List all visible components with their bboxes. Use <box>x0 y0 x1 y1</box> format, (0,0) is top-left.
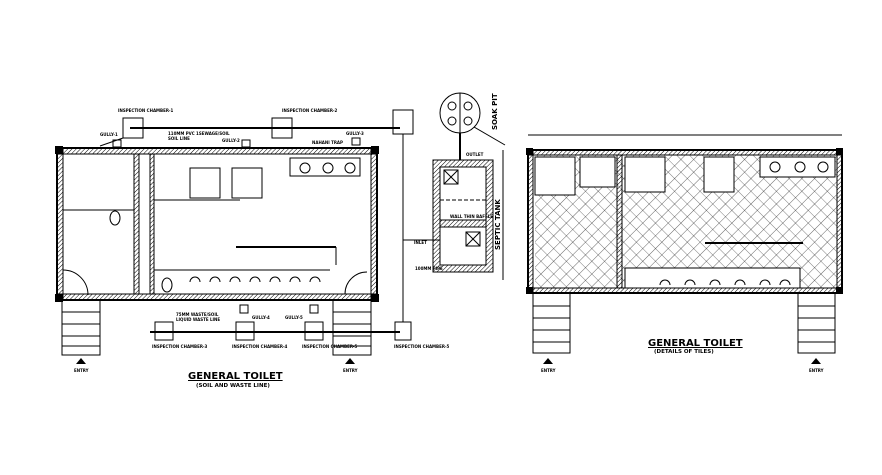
entry-label: ENTRY <box>809 368 824 373</box>
pipe-label: 100MM PIPE <box>415 266 443 271</box>
left-entry-stairs <box>61 299 101 356</box>
outlet-label: OUTLET <box>466 152 484 157</box>
inlet-label: INLET <box>414 240 427 245</box>
right-plan-subtitle: (DETAILS OF TILES) <box>654 349 714 355</box>
chamber-label: INSPECTION CHAMBER-4 <box>232 344 288 349</box>
waste-line-label: 75MM WASTE/SOIL <box>176 312 219 317</box>
right-entry-stairs <box>332 299 372 356</box>
left-plan-title: GENERAL TOILET <box>188 371 283 382</box>
soil-line-label: 110MM PVC 1SEWAGE/SOIL <box>168 131 230 136</box>
right-entry-stairs <box>797 292 836 354</box>
gully-label: GULLY-5 <box>285 315 303 320</box>
urinals <box>189 276 321 283</box>
right-plan-title: GENERAL TOILET <box>648 338 743 349</box>
entry-arrow-icon <box>345 358 355 364</box>
baffle-label: WALL THIN BAFFLE <box>450 214 493 219</box>
right-floor-plan: ENTRY ENTRY GENERAL TOILET (DETAILS OF T… <box>526 134 843 373</box>
entry-label: ENTRY <box>541 368 556 373</box>
chamber-label: INSPECTION CHAMBER-5 <box>394 344 450 349</box>
left-entry-stairs <box>532 292 571 354</box>
entry-arrow-icon <box>811 358 821 364</box>
entry-arrow-icon <box>543 358 553 364</box>
chamber-label: INSPECTION CHAMBER-5 <box>302 344 358 349</box>
chamber-label: INSPECTION CHAMBER-2 <box>282 108 338 113</box>
chamber-label: INSPECTION CHAMBER-1 <box>118 108 174 113</box>
waste-line-label-2: LIQUID WASTE LINE <box>176 317 220 322</box>
gully-label: GULLY-1 <box>100 132 118 137</box>
chamber-label: INSPECTION CHAMBER-3 <box>152 344 208 349</box>
septic-tank-label: SEPTIC TANK <box>494 199 502 250</box>
left-plan-subtitle: (SOIL AND WASTE LINE) <box>196 383 270 389</box>
soil-line-label-2: SOIL LINE <box>168 136 190 141</box>
entry-arrow-icon <box>76 358 86 364</box>
gully-label: GULLY-2 <box>222 138 240 143</box>
gully-label: GULLY-3 <box>346 131 364 136</box>
entry-label: ENTRY <box>343 368 358 373</box>
entry-label: ENTRY <box>74 368 89 373</box>
soak-pit-label: SOAK PIT <box>491 93 499 130</box>
left-floor-plan: ENTRY ENTRY GULLY-1 GULLY-2 GULLY-3 GULL… <box>55 108 450 389</box>
gully-label: GULLY-4 <box>252 315 270 320</box>
nahani-trap-label: NAHANI TRAP <box>312 140 343 145</box>
septic-tank-detail: OUTLET INLET WALL THIN BAFFLE 100MM PIPE… <box>403 92 506 280</box>
